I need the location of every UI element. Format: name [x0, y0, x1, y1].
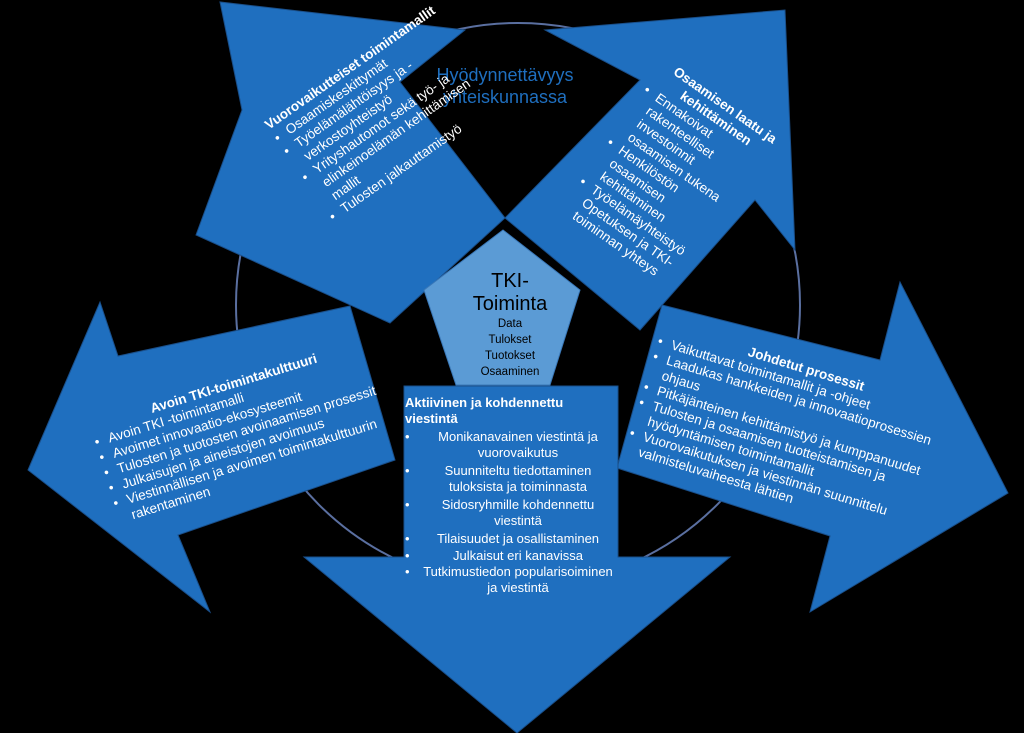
center-item: Tuotokset	[484, 350, 536, 362]
bottom-text: Aktiivinen ja kohdennettu viestintä Moni…	[405, 395, 617, 595]
center-title-line-2: Toiminta	[472, 293, 548, 315]
center-item: Osaaminen	[480, 366, 540, 378]
center-pentagon	[423, 229, 581, 386]
center-item: Data	[497, 318, 523, 330]
list-item: Suunniteltu tiedottaminen tuloksista ja …	[405, 463, 617, 494]
list-item: Tutkimustiedon popularisoiminen ja viest…	[405, 564, 617, 595]
list-item: Tilaisuudet ja osallistaminen	[405, 531, 617, 547]
center-item: Tulokset	[488, 334, 532, 346]
list-item: Julkaisut eri kanavissa	[405, 548, 617, 564]
center-text: TKI- Toiminta Data Tulokset Tuotokset Os…	[440, 270, 580, 380]
list-item: Monikanavainen viestintä ja vuorovaikutu…	[405, 429, 617, 460]
center-title-line-1: TKI-	[491, 270, 529, 292]
bottom-title: Aktiivinen ja kohdennettu viestintä	[405, 395, 564, 426]
list-item: Sidosryhmille kohdennettu viestintä	[405, 497, 617, 528]
